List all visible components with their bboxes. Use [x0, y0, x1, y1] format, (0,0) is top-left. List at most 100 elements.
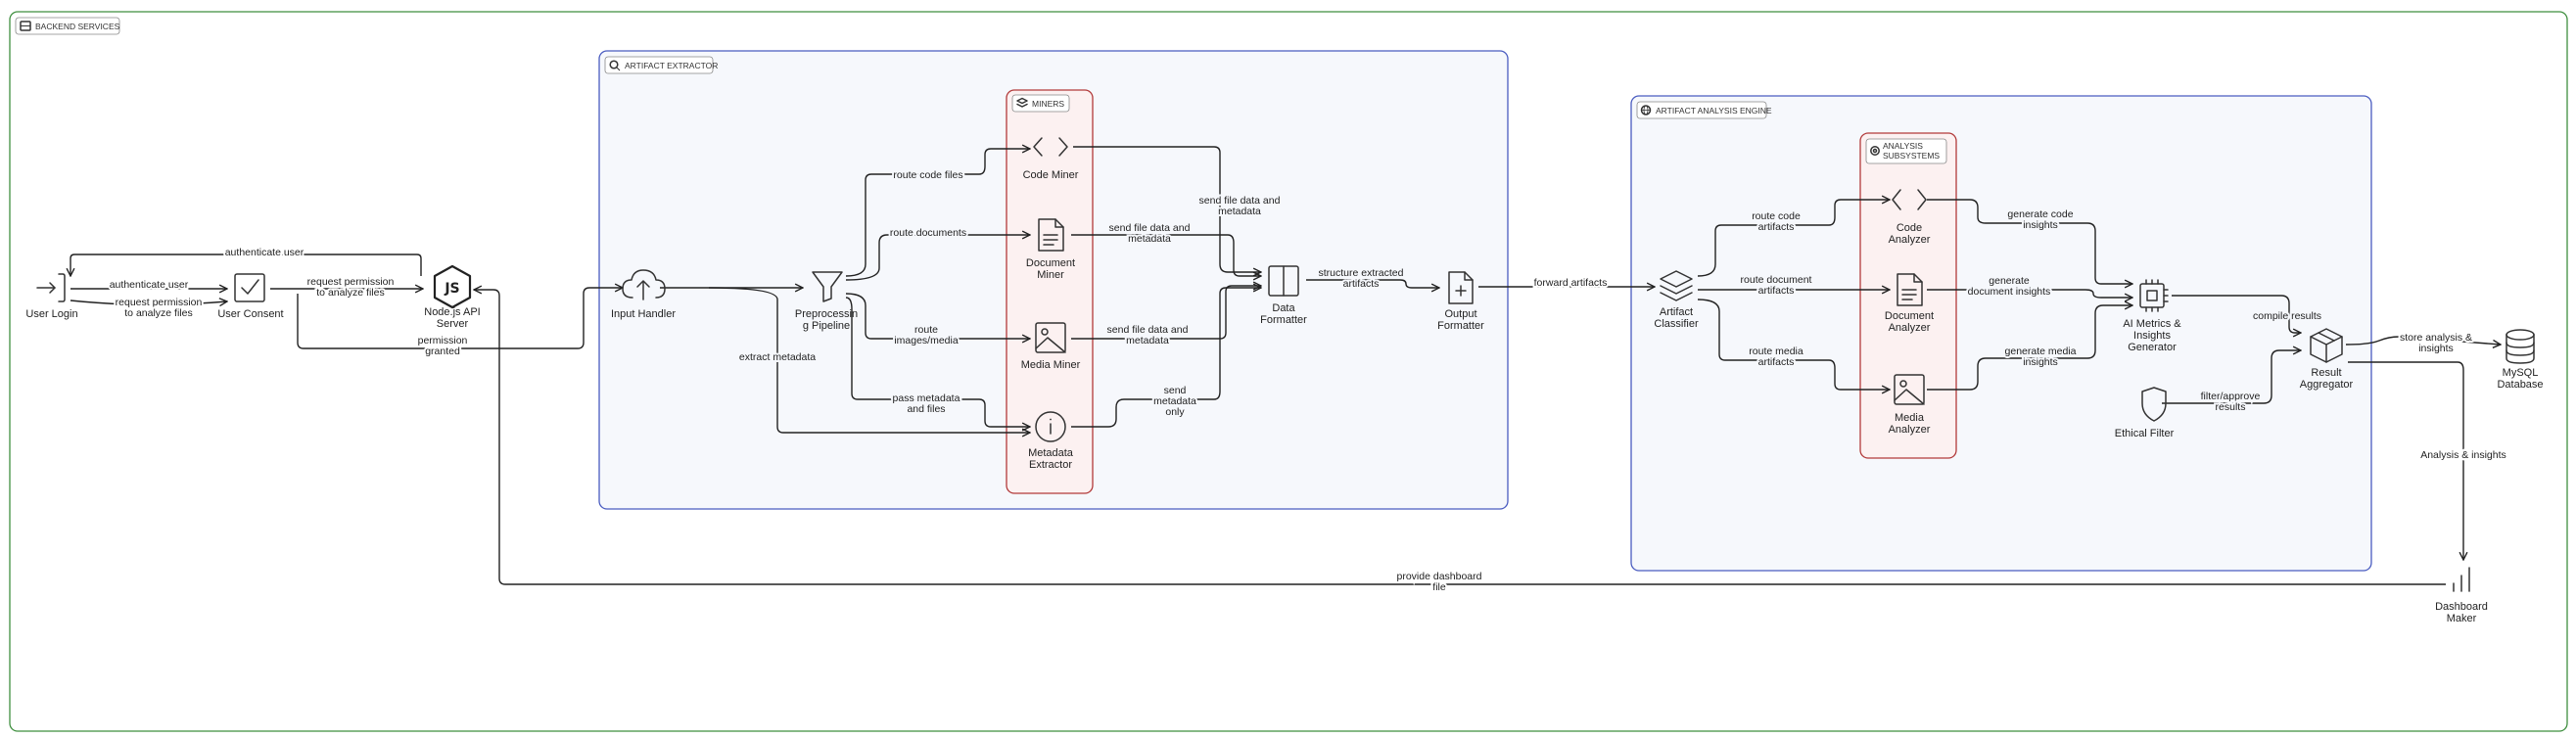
layers-icon — [1016, 97, 1028, 108]
metrics-generator-label-2: Insights — [2133, 330, 2171, 342]
analysis-subsystems-label-2: SUBSYSTEMS — [1883, 151, 1940, 161]
edge-send-media — [1071, 286, 1261, 340]
label-structure-1: structure extracted — [1319, 267, 1404, 279]
cube-icon — [2310, 328, 2343, 363]
media-miner-label: Media Miner — [1021, 359, 1081, 371]
metadata-extractor-label-2: Extractor — [1029, 459, 1072, 471]
node-output-formatter[interactable]: Output Formatter — [1437, 271, 1484, 332]
artifact-extractor-label: ARTIFACT EXTRACTOR — [625, 61, 718, 70]
check-icon — [234, 273, 265, 302]
node-dashboard-maker[interactable]: Dashboard Maker — [2435, 567, 2488, 624]
edge-store — [2345, 336, 2501, 345]
node-media-analyzer[interactable]: Media Analyzer — [1889, 374, 1931, 436]
edge-structure — [1306, 279, 1439, 288]
search-icon — [609, 60, 621, 71]
label-route-media-artifacts-1: route media — [1749, 346, 1803, 357]
node-data-formatter[interactable]: Data Formatter — [1260, 265, 1307, 326]
label-request-right-1: request permission — [307, 276, 395, 288]
api-server-label-2: Server — [437, 318, 469, 330]
data-formatter-label-1: Data — [1272, 302, 1295, 314]
code-icon — [1033, 137, 1068, 157]
label-send-metadata-2: metadata — [1153, 395, 1196, 407]
code-analyzer-label-1: Code — [1897, 222, 1922, 234]
node-code-analyzer[interactable]: Code Analyzer — [1889, 189, 1931, 246]
label-permission-granted-2: granted — [425, 346, 460, 357]
node-document-analyzer[interactable]: Document Analyzer — [1885, 273, 1934, 334]
label-route-documents: route documents — [890, 227, 966, 239]
edge-analysis-insights — [2348, 361, 2463, 560]
edge-generate-code — [1927, 199, 2132, 284]
label-generate-document-2: document insights — [1968, 286, 2051, 298]
node-metrics-generator[interactable]: AI Metrics & Insights Generator — [2123, 279, 2181, 353]
metrics-generator-label-3: Generator — [2128, 342, 2177, 353]
node-preprocessing-pipeline[interactable]: Preprocessin g Pipeline — [795, 271, 858, 332]
label-pass-metadata-1: pass metadata — [893, 392, 960, 404]
edge-provide-dashboard — [474, 290, 2446, 585]
database-icon — [2506, 329, 2535, 364]
node-code-miner[interactable]: Code Miner — [1023, 137, 1079, 181]
label-send-metadata-1: send — [1164, 385, 1187, 396]
label-route-code-artifacts-1: route code — [1752, 210, 1801, 222]
login-icon — [36, 273, 66, 302]
label-route-code-artifacts-2: artifacts — [1758, 221, 1795, 233]
image-icon — [1035, 322, 1066, 353]
edge-authenticate-top — [70, 254, 422, 276]
label-filter-1: filter/approve — [2201, 391, 2261, 402]
node-input-handler[interactable]: Input Handler — [611, 269, 676, 320]
label-filter-2: results — [2216, 401, 2246, 413]
label-generate-code-1: generate code — [2007, 208, 2073, 220]
edge-route-media-artifacts — [1697, 299, 1890, 390]
analysis-engine-label: ARTIFACT ANALYSIS ENGINE — [1656, 106, 1772, 115]
label-send-code-1: send file data and — [1199, 195, 1281, 207]
result-aggregator-label-2: Aggregator — [2300, 379, 2354, 391]
node-document-miner[interactable]: Document Miner — [1026, 218, 1075, 281]
preprocessing-label-2: g Pipeline — [803, 320, 850, 332]
node-metadata-extractor[interactable]: Metadata Extractor — [1028, 411, 1074, 471]
label-send-media-2: metadata — [1126, 335, 1169, 346]
edge-labels: authenticate user authenticate user requ… — [108, 167, 2509, 595]
label-send-metadata-3: only — [1165, 406, 1185, 418]
edge-generate-document — [1927, 289, 2132, 298]
label-route-media-1: route — [914, 324, 938, 336]
node-artifact-classifier[interactable]: Artifact Classifier — [1654, 270, 1699, 330]
edge-route-code-artifacts — [1697, 200, 1890, 277]
label-compile: compile results — [2253, 310, 2321, 322]
output-formatter-label-1: Output — [1444, 308, 1476, 320]
label-route-code: route code files — [893, 169, 962, 181]
node-user-consent[interactable]: User Consent — [217, 273, 284, 320]
edge-filter — [2162, 350, 2301, 404]
label-structure-2: artifacts — [1343, 278, 1380, 290]
label-generate-document-1: generate — [1989, 275, 2030, 287]
api-server-label-1: Node.js API — [424, 306, 480, 318]
document-analyzer-label-2: Analyzer — [1889, 322, 1931, 334]
label-provide-dashboard-1: provide dashboard — [1397, 571, 1482, 582]
mysql-label-1: MySQL — [2503, 367, 2539, 379]
node-result-aggregator[interactable]: Result Aggregator — [2300, 328, 2354, 391]
node-mysql-database[interactable]: MySQL Database — [2497, 329, 2544, 391]
info-icon — [1035, 411, 1066, 442]
input-handler-label: Input Handler — [611, 308, 676, 320]
code-icon — [1892, 189, 1927, 210]
node-media-miner[interactable]: Media Miner — [1021, 322, 1081, 371]
data-formatter-label-2: Formatter — [1260, 314, 1307, 326]
edge-send-document — [1071, 234, 1261, 276]
label-send-code-2: metadata — [1218, 206, 1261, 217]
code-analyzer-label-2: Analyzer — [1889, 234, 1931, 246]
node-api-server[interactable]: JS Node.js API Server — [424, 264, 481, 330]
backend-services-label: BACKEND SERVICES — [35, 22, 120, 31]
label-authenticate-mid: authenticate user — [110, 279, 189, 291]
node-user-login[interactable]: User Login — [25, 273, 78, 320]
document-icon — [1897, 273, 1923, 306]
layers-icon — [1660, 270, 1693, 301]
label-store-2: insights — [2418, 343, 2454, 354]
ethical-filter-label: Ethical Filter — [2115, 428, 2175, 439]
label-route-document-artifacts-2: artifacts — [1758, 285, 1795, 297]
edges — [70, 147, 2501, 585]
server-icon — [20, 21, 31, 31]
image-icon — [1894, 374, 1925, 405]
code-miner-label: Code Miner — [1023, 169, 1079, 181]
result-aggregator-label-1: Result — [2311, 367, 2341, 379]
metrics-generator-label-1: AI Metrics & — [2123, 318, 2181, 330]
node-ethical-filter[interactable]: Ethical Filter — [2115, 387, 2175, 439]
user-consent-label: User Consent — [217, 308, 283, 320]
